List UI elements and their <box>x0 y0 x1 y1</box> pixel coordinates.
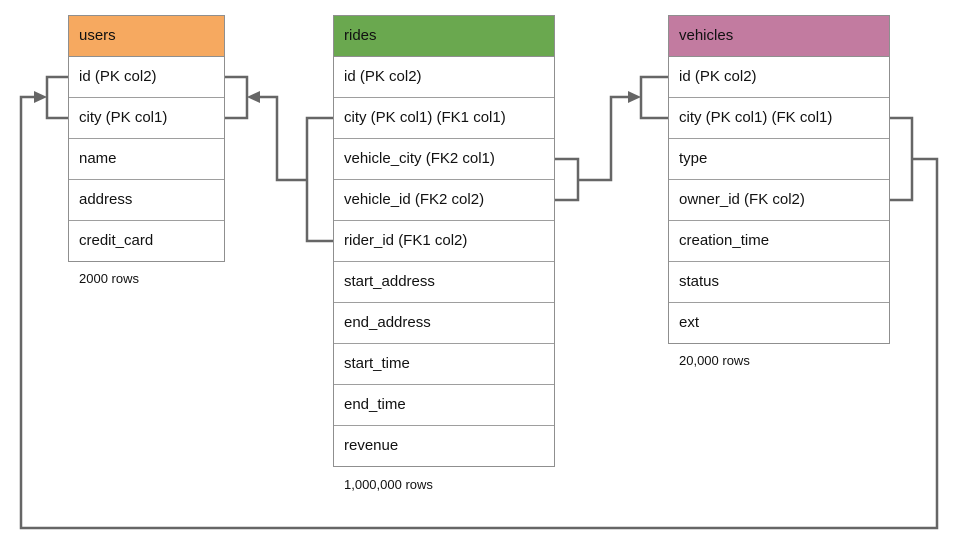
column-row: id (PK col2) <box>669 57 889 98</box>
relationship-vehicles-to-users <box>19 75 939 530</box>
column-row: revenue <box>334 426 554 466</box>
arrowhead-right-icon <box>34 91 47 103</box>
column-row: city (PK col1) (FK1 col1) <box>334 98 554 139</box>
column-row: type <box>669 139 889 180</box>
column-row: credit_card <box>69 221 224 261</box>
table-vehicles-rowcount: 20,000 rows <box>679 353 750 368</box>
relationship-rides-to-users <box>223 75 333 243</box>
table-users-header: users <box>69 16 224 57</box>
relationship-rides-to-vehicles <box>553 75 668 202</box>
column-row: vehicle_city (FK2 col1) <box>334 139 554 180</box>
table-rides-header: rides <box>334 16 554 57</box>
column-row: start_time <box>334 344 554 385</box>
column-row: city (PK col1) <box>69 98 224 139</box>
column-row: start_address <box>334 262 554 303</box>
column-row: owner_id (FK col2) <box>669 180 889 221</box>
column-row: city (PK col1) (FK col1) <box>669 98 889 139</box>
table-vehicles-header: vehicles <box>669 16 889 57</box>
column-row: name <box>69 139 224 180</box>
vehicles-fk-bracket <box>888 116 914 202</box>
table-users: users id (PK col2) city (PK col1) name a… <box>68 15 225 262</box>
rides-fk2-bracket <box>553 157 580 202</box>
vehicles-users-connector <box>19 95 939 530</box>
table-users-rowcount: 2000 rows <box>79 271 139 286</box>
column-row: id (PK col2) <box>334 57 554 98</box>
users-pk-bracket-left <box>45 75 68 120</box>
arrowhead-left-icon <box>247 91 260 103</box>
column-row: id (PK col2) <box>69 57 224 98</box>
vehicles-pk-bracket <box>639 75 668 120</box>
rides-fk1-bracket <box>305 116 333 243</box>
table-vehicles: vehicles id (PK col2) city (PK col1) (FK… <box>668 15 890 344</box>
table-rides-rowcount: 1,000,000 rows <box>344 477 433 492</box>
column-row: address <box>69 180 224 221</box>
column-row: rider_id (FK1 col2) <box>334 221 554 262</box>
table-rides: rides id (PK col2) city (PK col1) (FK1 c… <box>333 15 555 467</box>
rides-users-connector <box>259 95 307 182</box>
rides-vehicles-connector <box>578 95 629 182</box>
users-pk-bracket <box>223 75 249 120</box>
column-row: end_time <box>334 385 554 426</box>
column-row: vehicle_id (FK2 col2) <box>334 180 554 221</box>
column-row: ext <box>669 303 889 343</box>
column-row: status <box>669 262 889 303</box>
column-row: end_address <box>334 303 554 344</box>
column-row: creation_time <box>669 221 889 262</box>
arrowhead-right-icon <box>628 91 641 103</box>
